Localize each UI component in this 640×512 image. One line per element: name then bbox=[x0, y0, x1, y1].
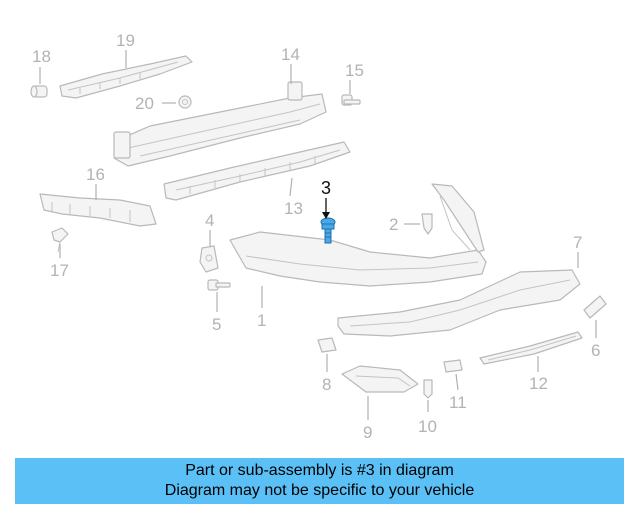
part-16-side-bracket[interactable] bbox=[39, 193, 157, 227]
leader-lines bbox=[39, 50, 597, 420]
callout-4: 4 bbox=[205, 211, 214, 230]
part-2-clip[interactable] bbox=[421, 213, 433, 235]
callout-1: 1 bbox=[257, 311, 266, 330]
part-18-plug[interactable] bbox=[30, 85, 48, 98]
callout-10: 10 bbox=[418, 417, 437, 436]
part-19-bracket[interactable] bbox=[59, 55, 193, 99]
part-9-under-cover[interactable] bbox=[341, 365, 419, 393]
callout-8: 8 bbox=[322, 375, 331, 394]
banner-line-disclaimer: Diagram may not be specific to your vehi… bbox=[164, 482, 475, 499]
part-4-bracket[interactable] bbox=[199, 245, 219, 273]
callout-6: 6 bbox=[591, 341, 600, 360]
callout-16: 16 bbox=[86, 165, 105, 184]
part-1-bumper-cover[interactable] bbox=[229, 183, 487, 287]
callout-3-highlighted: 3 bbox=[321, 178, 331, 198]
part-5-bolt[interactable] bbox=[207, 279, 231, 291]
part-20-nut[interactable] bbox=[178, 95, 192, 109]
part-12-strip[interactable] bbox=[479, 331, 583, 365]
callout-7: 7 bbox=[573, 233, 582, 252]
part-7-valance[interactable] bbox=[337, 269, 581, 337]
callout-labels: 18 19 20 14 15 16 17 13 4 5 1 2 7 6 12 8… bbox=[32, 31, 600, 442]
callout-18: 18 bbox=[32, 47, 51, 66]
callout-2: 2 bbox=[389, 215, 398, 234]
part-17-clip[interactable] bbox=[51, 227, 69, 253]
info-banner: Part or sub-assembly is #3 in diagram Di… bbox=[15, 458, 624, 504]
part-8-bracket[interactable] bbox=[317, 337, 337, 353]
part-13-absorber[interactable] bbox=[163, 141, 351, 201]
callout-20: 20 bbox=[135, 94, 154, 113]
banner-line-part-number: Part or sub-assembly is #3 in diagram bbox=[185, 462, 454, 479]
part-14-reinforcement[interactable] bbox=[113, 81, 327, 167]
part-6-bracket[interactable] bbox=[583, 295, 607, 319]
part-10-clip[interactable] bbox=[423, 379, 433, 399]
callout-17: 17 bbox=[50, 261, 69, 280]
callout-5: 5 bbox=[212, 315, 221, 334]
callout-11: 11 bbox=[449, 393, 467, 412]
callout-9: 9 bbox=[363, 423, 372, 442]
callout-19: 19 bbox=[116, 31, 135, 50]
callout-15: 15 bbox=[345, 61, 364, 80]
part-15-bolt[interactable] bbox=[341, 94, 361, 106]
callout-12: 12 bbox=[529, 374, 548, 393]
part-11-clip[interactable] bbox=[443, 359, 463, 373]
callout-14: 14 bbox=[281, 45, 300, 64]
callout-13: 13 bbox=[284, 199, 303, 218]
parts-diagram: 18 19 20 14 15 16 17 13 4 5 1 2 7 6 12 8… bbox=[30, 31, 607, 442]
part-3-fastener-highlighted[interactable] bbox=[320, 217, 336, 244]
